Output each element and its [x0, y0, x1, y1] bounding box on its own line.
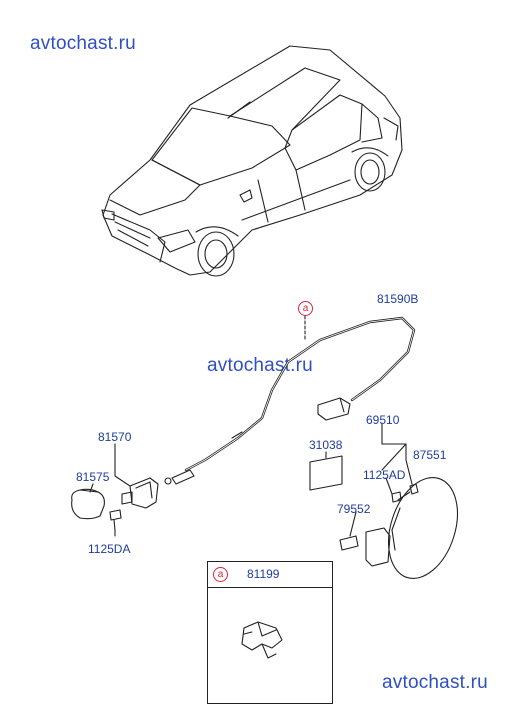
car-illustration	[101, 45, 403, 277]
label-81575: 81575	[76, 470, 110, 484]
label-81199: 81199	[247, 567, 280, 581]
label-1125AD: 1125AD	[363, 468, 406, 482]
label-87551: 87551	[413, 448, 447, 462]
fuel-door-drawing	[309, 455, 458, 579]
ref-marker-a-cable: a	[298, 301, 313, 316]
detail-callout-header: a 81199	[208, 562, 332, 588]
ref-marker-a-callout: a	[213, 567, 228, 582]
watermark-middle: avtochast.ru	[207, 355, 313, 376]
label-79552: 79552	[337, 502, 371, 516]
label-31038: 31038	[309, 438, 343, 452]
release-cable-drawing	[164, 316, 416, 485]
label-81590B: 81590B	[377, 292, 419, 306]
release-handle-drawing	[71, 477, 159, 531]
detail-callout-box: a 81199	[207, 561, 333, 704]
label-81570: 81570	[98, 430, 132, 444]
watermark-top: avtochast.ru	[30, 33, 136, 54]
label-1125DA: 1125DA	[88, 542, 131, 556]
clip-drawing	[241, 621, 283, 659]
label-69510: 69510	[366, 413, 400, 427]
watermark-bottom: avtochast.ru	[382, 672, 488, 693]
